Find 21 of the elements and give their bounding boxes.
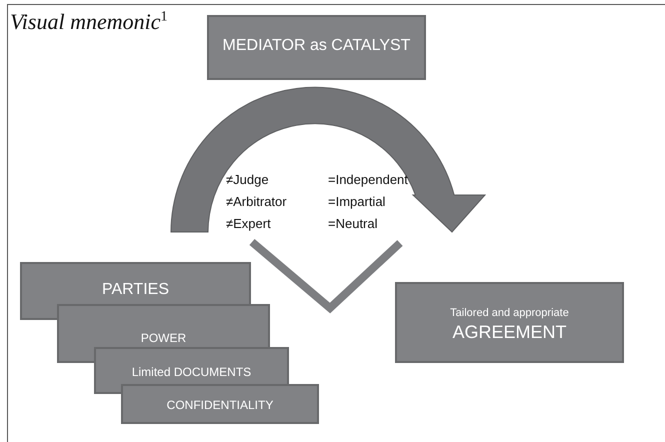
- box-label: Limited DOCUMENTS: [130, 365, 252, 379]
- process-box: [94, 347, 289, 384]
- box-subtitle: Tailored and appropriate: [449, 307, 570, 319]
- role-label: ≠Expert: [226, 216, 271, 231]
- role-label: ≠Arbitrator: [226, 194, 287, 209]
- process-box: [57, 304, 270, 347]
- role-label: =Independent: [328, 172, 408, 187]
- role-label: =Neutral: [328, 216, 378, 231]
- role-label: =Impartial: [328, 194, 386, 209]
- title: Visual mnemonic$^{1}$: [10, 9, 168, 35]
- process-box: [395, 282, 624, 363]
- process-box: [207, 15, 426, 80]
- box-label: MEDIATOR as CATALYST: [222, 37, 412, 55]
- curved-arrow: [170, 87, 486, 232]
- box-label: AGREEMENT: [451, 322, 568, 343]
- box-label: PARTIES: [101, 281, 170, 299]
- process-box: [121, 384, 319, 424]
- role-label: ≠Judge: [226, 172, 269, 187]
- box-label: POWER: [140, 331, 188, 345]
- process-box: [20, 262, 251, 304]
- box-label: CONFIDENTIALITY: [166, 398, 274, 412]
